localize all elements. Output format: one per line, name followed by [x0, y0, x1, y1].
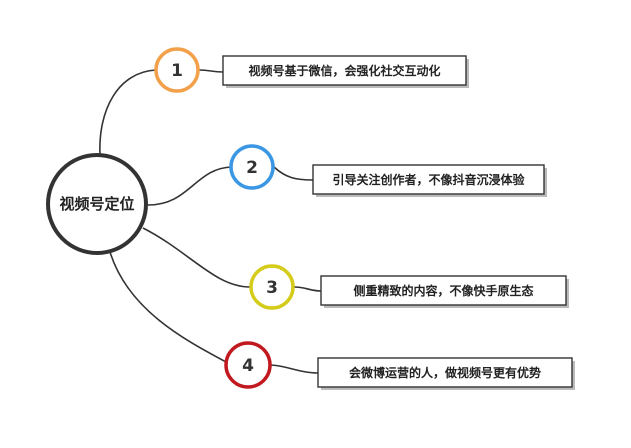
connector-1-box [198, 69, 224, 73]
central-node: 视频号定位 [46, 153, 148, 255]
branch-2-number: 2 [246, 158, 258, 178]
connector-3 [142, 227, 251, 288]
connector-3-box [293, 286, 322, 292]
branch-4: 4 会微博运营的人，做视频号更有优势 [224, 341, 575, 390]
branch-1-number: 1 [171, 61, 183, 81]
branch-3-number: 3 [266, 278, 278, 298]
branch-1-number-circle [154, 47, 200, 93]
branch-4-number: 4 [242, 356, 254, 376]
branch-3-text: 侧重精致的内容，不像快手原生态 [353, 283, 533, 298]
branch-3-number-circle [249, 264, 295, 310]
branch-1-text: 视频号基于微信，会强化社交互动化 [248, 63, 440, 78]
branch-1-box [222, 55, 467, 86]
central-circle [46, 153, 148, 255]
branch-2-text: 引导关注创作者，不像抖音沉浸体验 [332, 172, 525, 187]
branch-4-box [317, 357, 573, 388]
branch-2-number-circle [229, 144, 275, 190]
central-label: 视频号定位 [59, 195, 134, 213]
connector-1 [99, 69, 157, 156]
branch-2-box [312, 164, 545, 195]
branch-4-number-circle [224, 341, 272, 389]
branch-2: 2 引导关注创作者，不像抖音沉浸体验 [229, 144, 547, 197]
connector-4-box [269, 364, 319, 374]
connector-2-box [273, 166, 314, 181]
branch-3: 3 侧重精致的内容，不像快手原生态 [249, 264, 569, 310]
branch-4-text: 会微博运营的人，做视频号更有优势 [349, 365, 541, 380]
branch-1: 1 视频号基于微信，会强化社交互动化 [154, 47, 469, 93]
connector-2 [147, 166, 233, 206]
connector-4 [109, 251, 227, 363]
branch-3-box [320, 275, 567, 306]
